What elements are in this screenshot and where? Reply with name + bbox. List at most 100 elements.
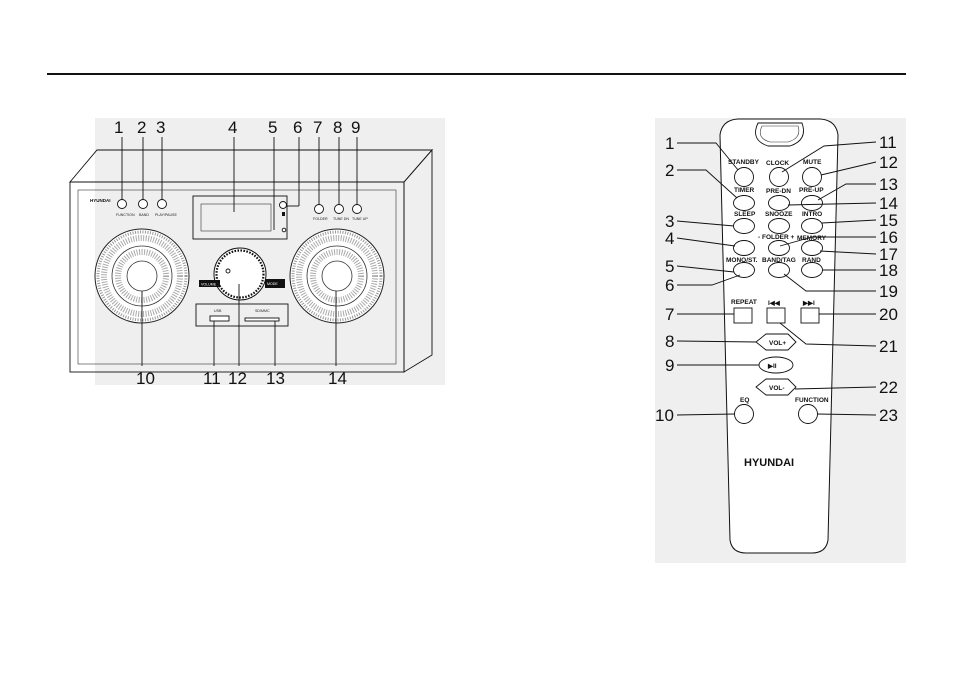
remote-mute-button[interactable] xyxy=(802,167,822,187)
remote-vol-plus-label: VOL+ xyxy=(769,340,786,347)
remote-function-label: FUNCTION xyxy=(795,397,829,404)
radio-port-panel xyxy=(195,303,289,327)
remote-callout-21: 21 xyxy=(879,337,898,356)
remote-callout-2: 2 xyxy=(665,161,674,180)
remote-callout-14: 14 xyxy=(879,194,898,213)
radio-callout-11: 11 xyxy=(203,369,221,388)
radio-ir-sensor xyxy=(279,201,287,209)
radio-function-button[interactable] xyxy=(117,199,127,209)
radio-power-led xyxy=(281,227,287,233)
radio-sd-slot[interactable] xyxy=(244,317,280,322)
remote-standby-label: STANDBY xyxy=(728,159,760,166)
radio-volume-knob[interactable] xyxy=(213,247,267,301)
radio-callout-14: 14 xyxy=(328,369,347,388)
remote-intro-label: INTRO xyxy=(802,211,822,218)
remote-timer-label: TIMER xyxy=(734,187,755,194)
radio-band-button[interactable] xyxy=(138,199,148,209)
remote-folder-plus-button[interactable] xyxy=(768,240,790,256)
remote-next-button[interactable] xyxy=(800,307,820,324)
remote-clock-label: CLOCK xyxy=(766,160,789,167)
radio-tune-dn-label: TUNE DN xyxy=(333,217,349,221)
remote-sleep-button[interactable] xyxy=(733,218,755,234)
remote-callout-9: 9 xyxy=(665,356,674,375)
radio-callout-5: 5 xyxy=(268,118,277,137)
remote-callout-19: 19 xyxy=(879,282,898,301)
remote-illustration: STANDBY CLOCK MUTE TIMER PRE-DN PRE-UP S… xyxy=(655,118,906,563)
remote-vol-minus-button[interactable] xyxy=(755,378,797,396)
remote-pre-dn-button[interactable] xyxy=(768,195,790,211)
remote-callout-8: 8 xyxy=(665,332,674,351)
remote-callout-16: 16 xyxy=(879,228,898,247)
remote-callout-5: 5 xyxy=(665,257,674,276)
remote-callout-13: 13 xyxy=(879,175,898,194)
remote-vol-minus-label: VOL- xyxy=(769,385,785,392)
radio-folder-button[interactable] xyxy=(314,204,324,214)
remote-callout-17: 17 xyxy=(879,245,898,264)
remote-prev-button[interactable] xyxy=(766,307,786,324)
radio-folder-label: FOLDER xyxy=(313,217,328,221)
radio-volume-plate xyxy=(199,280,220,287)
remote-snooze-label: SNOOZE xyxy=(765,211,793,218)
remote-prev-label: I◀◀ xyxy=(768,300,781,307)
radio-mode-label: MODE xyxy=(267,282,278,286)
remote-callout-10: 10 xyxy=(655,406,674,425)
radio-tune-dn-button[interactable] xyxy=(334,204,344,214)
remote-pre-up-button[interactable] xyxy=(801,195,823,211)
remote-callout-20: 20 xyxy=(879,305,898,324)
radio-knob-dot xyxy=(225,268,231,274)
radio-callout-3: 3 xyxy=(156,118,165,137)
radio-brand: HYUNDAI xyxy=(90,198,111,203)
remote-eq-label: EQ xyxy=(740,397,749,404)
remote-leaders-right xyxy=(779,141,877,416)
remote-callout-1: 1 xyxy=(665,134,674,153)
remote-standby-button[interactable] xyxy=(734,167,754,187)
remote-rand-button[interactable] xyxy=(801,262,823,278)
radio-usb-label: USB xyxy=(214,309,222,313)
radio-display-frame xyxy=(192,195,288,240)
remote-mute-label: MUTE xyxy=(803,159,822,166)
remote-vol-plus-button[interactable] xyxy=(755,333,797,351)
radio-leaders xyxy=(121,137,358,366)
remote-timer-button[interactable] xyxy=(733,195,755,211)
remote-callout-3: 3 xyxy=(665,212,674,231)
radio-play-pause-button[interactable] xyxy=(157,199,167,209)
radio-callout-8: 8 xyxy=(333,118,342,137)
remote-folder-label: - FOLDER + xyxy=(758,234,794,241)
remote-sleep-label: SLEEP xyxy=(734,211,756,218)
remote-snooze-button[interactable] xyxy=(768,218,790,234)
radio-callout-2: 2 xyxy=(137,118,146,137)
radio-tune-up-button[interactable] xyxy=(352,204,362,214)
remote-eq-button[interactable] xyxy=(734,404,754,424)
remote-repeat-button[interactable] xyxy=(733,307,753,324)
radio-callout-13: 13 xyxy=(266,369,285,388)
remote-ir-inner xyxy=(759,125,800,143)
remote-leaders-left xyxy=(676,142,759,416)
radio-callout-7: 7 xyxy=(313,118,322,137)
remote-mono-st-label: MONO/ST. xyxy=(726,257,758,264)
radio-mode-plate xyxy=(265,279,285,288)
remote-memory-label: MEMORY xyxy=(797,235,827,242)
remote-clock-button[interactable] xyxy=(769,167,789,187)
radio-knob-grip xyxy=(215,249,265,299)
remote-intro-button[interactable] xyxy=(801,218,823,234)
remote-callout-15: 15 xyxy=(879,211,898,230)
radio-sd-label: SD/MMC xyxy=(255,309,270,313)
remote-callout-11: 11 xyxy=(879,133,897,152)
radio-callout-6: 6 xyxy=(293,118,302,137)
remote-callout-12: 12 xyxy=(879,153,898,172)
remote-callout-22: 22 xyxy=(879,378,898,397)
remote-mono-st-button[interactable] xyxy=(733,262,755,278)
remote-memory-button[interactable] xyxy=(801,240,823,256)
remote-folder-minus-button[interactable] xyxy=(733,240,755,256)
remote-callout-4: 4 xyxy=(665,229,674,248)
radio-volume-label: VOLUME xyxy=(201,283,217,287)
remote-callout-6: 6 xyxy=(665,276,674,295)
remote-callout-18: 18 xyxy=(879,261,898,280)
radio-speaker-left xyxy=(94,228,190,324)
radio-usb-port[interactable] xyxy=(209,315,230,322)
remote-function-button[interactable] xyxy=(798,404,818,424)
radio-tune-up-label: TUNE UP xyxy=(352,217,368,221)
radio-front-bezel xyxy=(77,189,397,365)
remote-callout-23: 23 xyxy=(879,406,898,425)
